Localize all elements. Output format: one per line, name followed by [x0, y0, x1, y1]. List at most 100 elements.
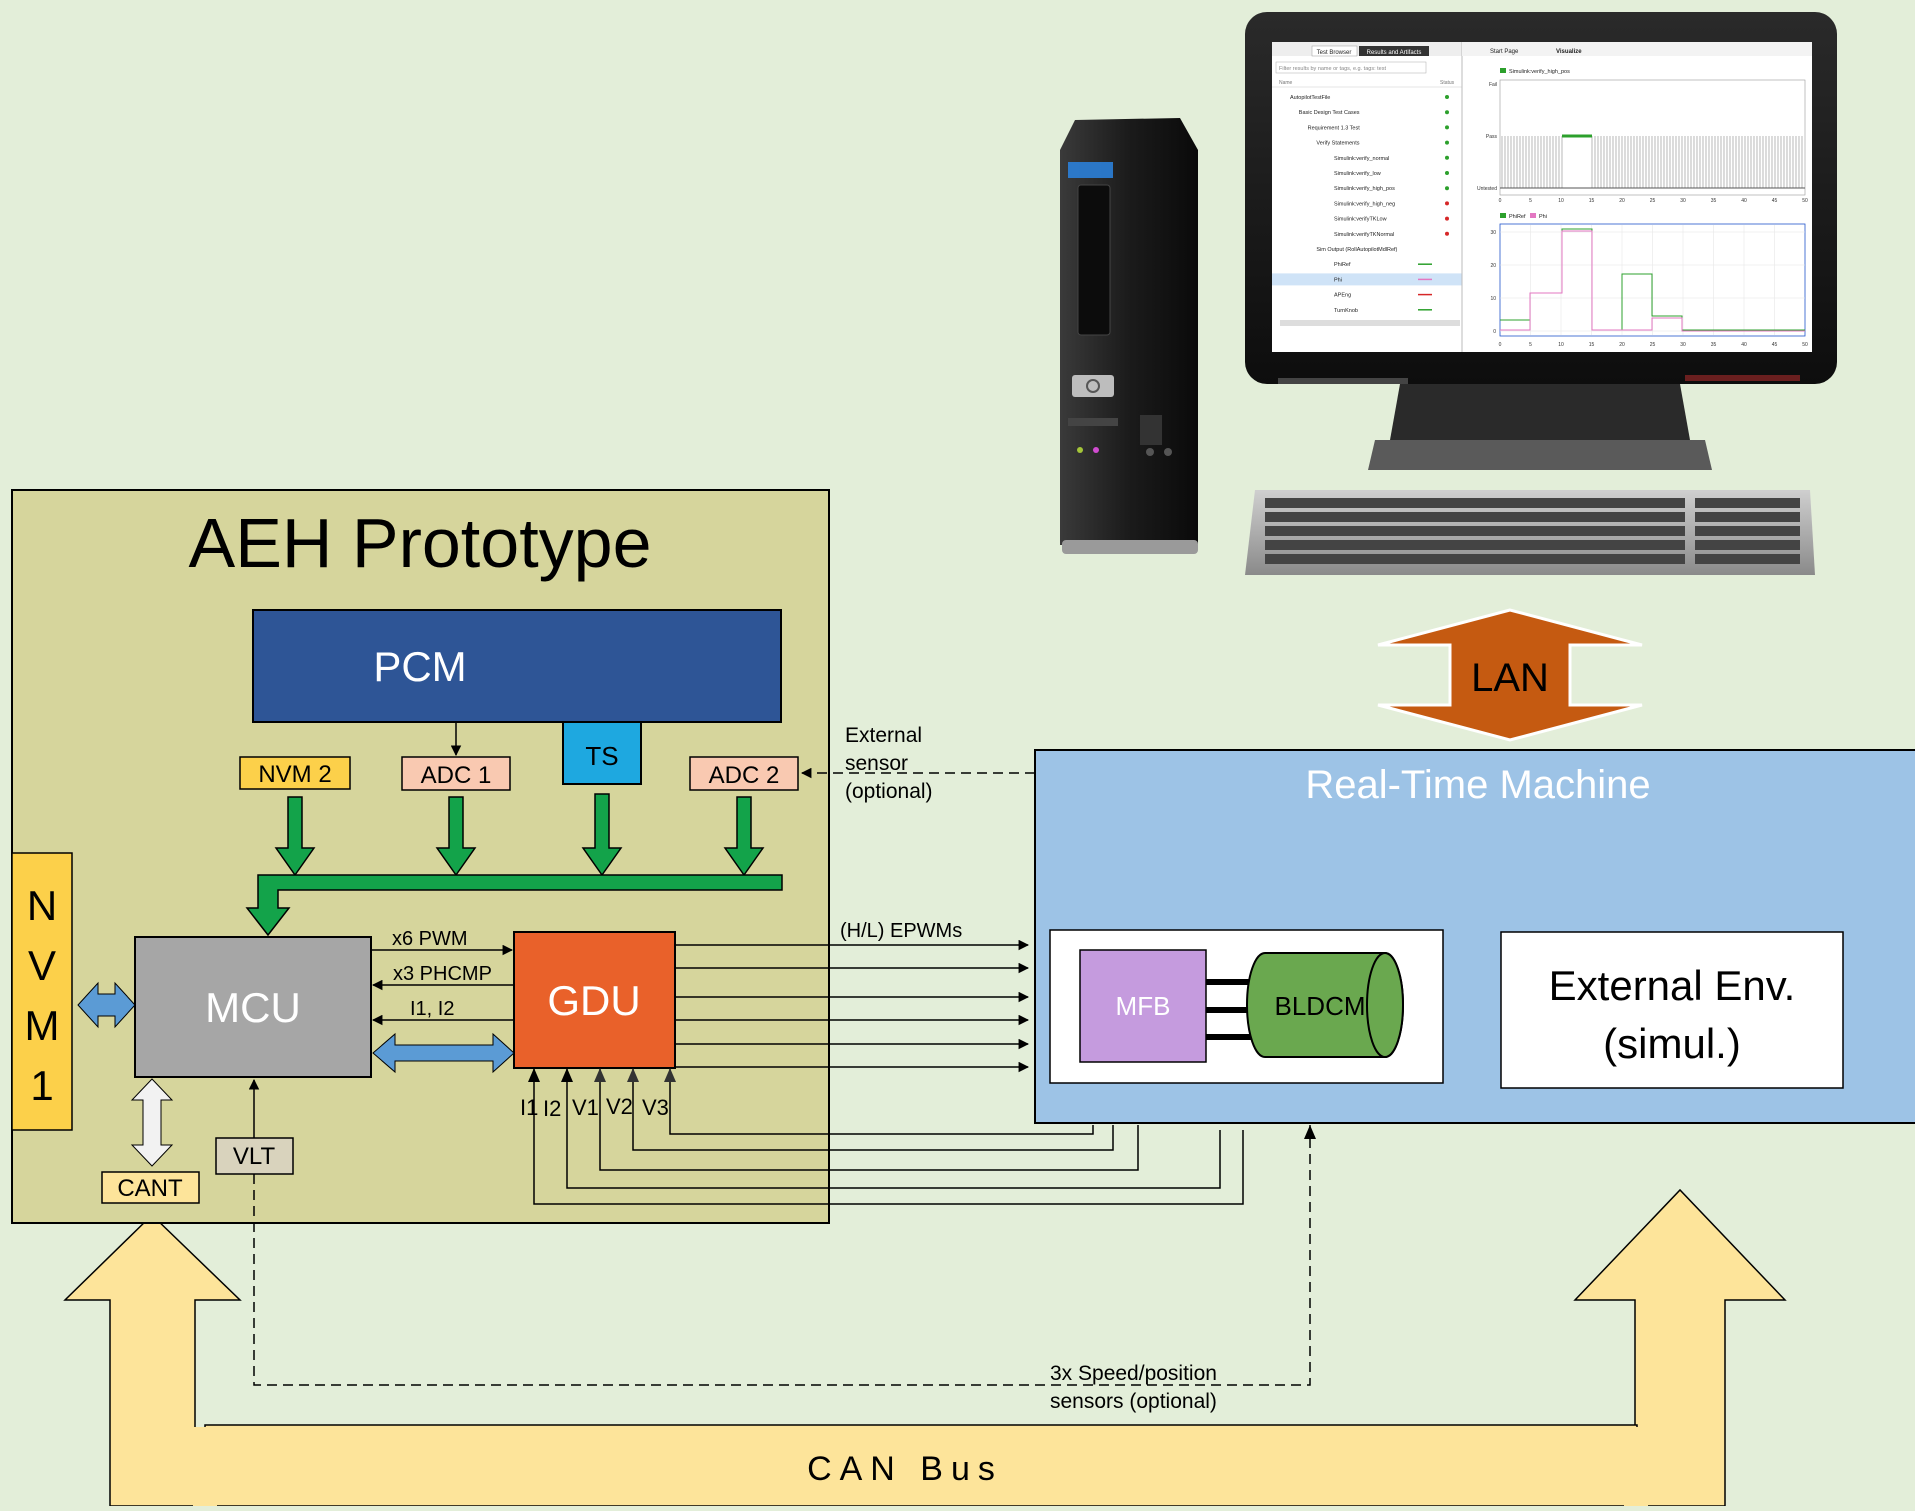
nvm1-letter-4: 1 [30, 1062, 53, 1109]
tree-item-label: APEng [1334, 293, 1351, 299]
external-env-block [1500, 931, 1844, 1089]
can-bus: CAN Bus [63, 1188, 1787, 1507]
x-tick-label: 40 [1741, 342, 1747, 348]
y-tick-label: 20 [1490, 263, 1496, 269]
adc1-block [401, 756, 511, 791]
x-tick-label: 15 [1589, 198, 1595, 204]
pwm-label: x6 PWM [392, 928, 468, 950]
plot1-area [1499, 79, 1806, 196]
results-filter-input[interactable] [1275, 61, 1427, 74]
nvm1-block [11, 852, 73, 1131]
x-tick-label: 0 [1499, 198, 1502, 204]
x-tick-label: 30 [1680, 342, 1686, 348]
tree-item-label: PhiRef [1334, 262, 1351, 268]
aeh-prototype: AEH Prototype PCM TS NVM 2 ADC 1 ADC 2 N… [11, 489, 830, 1224]
external-sensor-label-2: sensor [845, 752, 908, 775]
gdu-input-v3: V3 [642, 1095, 669, 1120]
bldcm-block [1246, 952, 1404, 1058]
ts-block [562, 721, 642, 785]
aeh-title: AEH Prototype [189, 504, 652, 582]
tree-item-label: Simulink:verify_high_neg [1334, 201, 1395, 207]
external-sensor-label-3: (optional) [845, 780, 933, 803]
vlt-label: VLT [233, 1143, 276, 1170]
mcu-block [134, 936, 372, 1078]
plot1-untested-band [1500, 136, 1805, 189]
tower-icon [1060, 118, 1198, 554]
y-tick-label: 0 [1493, 329, 1496, 335]
y-tick-label: 10 [1490, 296, 1496, 302]
adc2-label: ADC 2 [709, 762, 780, 789]
mfb-block [1079, 949, 1207, 1063]
rtm-title: Real-Time Machine [1305, 763, 1650, 807]
x-tick-label: 10 [1558, 342, 1564, 348]
tree-item-label: Phi [1334, 277, 1342, 283]
real-time-machine: Real-Time Machine MFB BLDCM External Env… [1034, 749, 1915, 1124]
tree-item-label: Simulink:verify_low [1334, 171, 1381, 177]
gdu-block [513, 931, 676, 1069]
x-tick-label: 50 [1802, 198, 1808, 204]
x-tick-label: 45 [1772, 342, 1778, 348]
plot2-legend-phiref: PhiRef [1509, 214, 1526, 220]
plot1-level-untested: Untested [1477, 186, 1497, 192]
bus-arrows [245, 793, 783, 937]
x-tick-label: 25 [1650, 342, 1656, 348]
can-bus-label: CAN Bus [807, 1450, 1003, 1488]
results-filter-placeholder: Filter results by name or tags, e.g. tag… [1279, 66, 1386, 72]
x-tick-label: 0 [1499, 342, 1502, 348]
tree-item-label: TurnKnob [1334, 308, 1358, 314]
tree-item-label: Simulink:verifyTKLow [1334, 217, 1387, 223]
gdu-input-i1: I1 [520, 1095, 538, 1120]
x-tick-label: 25 [1650, 198, 1656, 204]
cant-label: CANT [117, 1175, 183, 1202]
x-tick-label: 15 [1589, 342, 1595, 348]
adc1-label: ADC 1 [421, 762, 492, 789]
bldcm-label: BLDCM [1274, 991, 1365, 1021]
tree-item-label: Simulink:verifyTKNormal [1334, 232, 1394, 238]
gdu-input-v1: V1 [572, 1095, 599, 1120]
nvm2-block [239, 756, 351, 790]
gdu-feedback-lines [533, 1068, 1244, 1205]
x-tick-label: 20 [1619, 342, 1625, 348]
nvm1-letter-1: N [27, 882, 57, 929]
external-env-label-2: (simul.) [1603, 1020, 1741, 1067]
test-manager-screen: Test Browser Results and Artifacts Filte… [1272, 42, 1812, 352]
cant-block [101, 1171, 200, 1204]
tab-results-artifacts[interactable] [1359, 46, 1429, 56]
lan-label: LAN [1471, 656, 1549, 700]
tree-item-label: Verify Statements [1316, 141, 1359, 147]
currents-label: I1, I2 [410, 998, 454, 1020]
external-env-label-1: External Env. [1549, 962, 1796, 1009]
computer-illustration: Test Browser Results and Artifacts Filte… [1060, 12, 1837, 575]
tree-item-label: Simulink:verify_normal [1334, 156, 1389, 162]
tree-item-label: Sim Output (RollAutopilotMdlRef) [1316, 247, 1397, 253]
external-sensor-label-1: External [845, 724, 922, 747]
tab-start-page[interactable]: Start Page [1490, 49, 1519, 55]
adc2-block [689, 756, 799, 791]
speed-sensors-label-2: sensors (optional) [1050, 1390, 1217, 1413]
pcm-label: PCM [373, 643, 466, 690]
x-tick-label: 30 [1680, 198, 1686, 204]
x-tick-label: 35 [1711, 342, 1717, 348]
mcu-gdu-link [372, 1032, 515, 1074]
plot2-phi-line [1500, 230, 1805, 332]
mcu-cant-link [130, 1078, 174, 1167]
tree-item-label: Requirement 1.3 Test [1308, 125, 1361, 131]
tree-item-label: AutopilotTestFile [1290, 95, 1330, 101]
speed-sensors-label-1: 3x Speed/position [1050, 1362, 1217, 1385]
gdu-label: GDU [547, 977, 640, 1024]
x-tick-label: 45 [1772, 198, 1778, 204]
epwms-label: (H/L) EPWMs [840, 920, 962, 942]
tab-results-artifacts-label: Results and Artifacts [1367, 50, 1422, 56]
tab-visualize[interactable]: Visualize [1556, 49, 1582, 55]
mfb-label: MFB [1116, 991, 1171, 1021]
tab-test-browser[interactable] [1311, 45, 1358, 57]
gdu-input-i2: I2 [543, 1096, 561, 1121]
tree-item-label: Basic Design Test Cases [1299, 110, 1360, 116]
nvm1-letter-3: M [25, 1002, 60, 1049]
x-tick-label: 10 [1558, 198, 1564, 204]
mcu-label: MCU [205, 984, 301, 1031]
nvm1-letter-2: V [28, 942, 56, 989]
plot2-legend-phi: Phi [1539, 214, 1547, 220]
